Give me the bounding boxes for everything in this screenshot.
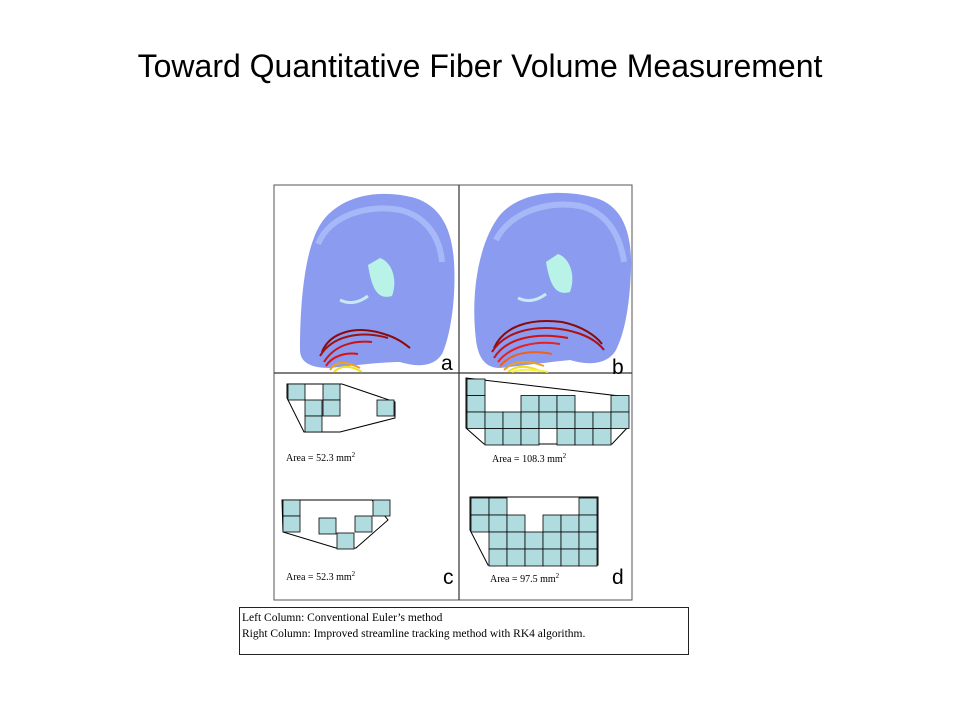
- area-label-d-bottom: Area = 97.5 mm2: [490, 572, 560, 585]
- grid-cell: [574, 411, 594, 429]
- panel-a-brain-image: [300, 193, 455, 373]
- area-label-d-top: Area = 108.3 mm2: [492, 452, 567, 465]
- grid-cell: [470, 497, 490, 516]
- grid-cell: [520, 395, 540, 413]
- grid-cell: [542, 531, 562, 550]
- grid-cell: [542, 548, 562, 567]
- grid-cell: [470, 514, 490, 533]
- panel-c-bottom-grid: [281, 499, 391, 550]
- grid-cell: [556, 411, 576, 429]
- grid-cell: [556, 395, 576, 413]
- grid-cell: [506, 514, 526, 533]
- grid-cell: [542, 514, 562, 533]
- area-label-c-top: Area = 52.3 mm2: [286, 451, 356, 464]
- panel-label-a: a: [441, 352, 453, 375]
- grid-cell: [466, 411, 486, 429]
- panel-c-top-grid: [286, 383, 396, 433]
- grid-cell: [538, 395, 558, 413]
- caption-line-left-column: Left Column: Conventional Euler’s method: [242, 612, 443, 624]
- panel-label-d: d: [612, 566, 624, 589]
- grid-cell: [502, 411, 522, 429]
- slide-title: Toward Quantitative Fiber Volume Measure…: [137, 48, 823, 84]
- grid-cell: [524, 548, 544, 567]
- grid-cell: [574, 428, 594, 446]
- grid-cell: [488, 548, 508, 567]
- grid-cell: [466, 378, 486, 396]
- panel-b-ventricle: [546, 254, 573, 293]
- grid-cell: [556, 428, 576, 446]
- grid-cell: [484, 428, 504, 446]
- panel-a-ventricle: [368, 258, 395, 297]
- area-label-c-bottom: Area = 52.3 mm2: [286, 570, 356, 583]
- grid-cell: [502, 428, 522, 446]
- grid-cell: [524, 531, 544, 550]
- grid-cell: [506, 548, 526, 567]
- grid-cell: [484, 411, 504, 429]
- figure-caption: Left Column: Conventional Euler’s method…: [239, 607, 689, 655]
- figure-frame: [273, 184, 633, 601]
- grid-cell: [488, 497, 508, 516]
- grid-cell: [560, 514, 580, 533]
- grid-cell: [610, 411, 630, 429]
- grid-cell: [506, 531, 526, 550]
- grid-cell: [578, 548, 598, 567]
- panel-d-bottom-grid: [469, 496, 599, 567]
- grid-cell: [560, 548, 580, 567]
- grid-cell: [520, 428, 540, 446]
- grid-cell: [578, 531, 598, 550]
- grid-cell: [466, 395, 486, 413]
- grid-cell: [520, 411, 540, 429]
- grid-cell: [488, 514, 508, 533]
- grid-cell: [488, 531, 508, 550]
- caption-line-right-column: Right Column: Improved streamline tracki…: [242, 628, 586, 640]
- grid-cell: [578, 514, 598, 533]
- grid-cell: [610, 395, 630, 413]
- panel-label-b: b: [612, 356, 624, 379]
- panel-label-c: c: [443, 566, 454, 589]
- grid-cell: [578, 497, 598, 516]
- grid-cell: [592, 428, 612, 446]
- grid-cell: [538, 411, 558, 429]
- grid-cell: [592, 411, 612, 429]
- grid-cell: [560, 531, 580, 550]
- panel-b-brain-image: [474, 192, 632, 373]
- panel-d-top-grid: [465, 377, 630, 446]
